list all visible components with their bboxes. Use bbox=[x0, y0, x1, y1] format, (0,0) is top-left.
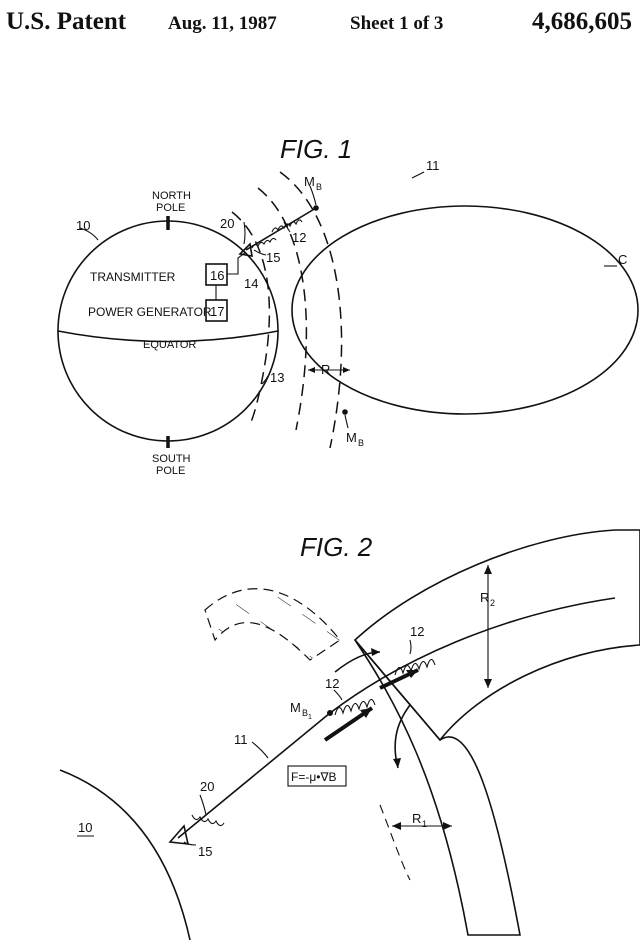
fig2-ref-10: 10 bbox=[78, 820, 92, 835]
patent-date: Aug. 11, 1987 bbox=[168, 13, 277, 34]
leader-11 bbox=[251, 741, 269, 759]
equator-line bbox=[57, 330, 279, 343]
leader-20 bbox=[243, 221, 246, 245]
north-pole-label-2: POLE bbox=[156, 202, 185, 214]
fig1-mb-top-sub: B bbox=[316, 182, 322, 192]
fig1-ref-r: R bbox=[321, 362, 330, 377]
fig2-title: FIG. 2 bbox=[300, 532, 373, 562]
fig1: FIG. 1 NORTH POLE SOUTH POLE EQUATOR TRA… bbox=[57, 134, 639, 477]
fig2-r2: R bbox=[480, 590, 489, 605]
fig1-ref-13: 13 bbox=[270, 370, 284, 385]
power-generator-ref: 17 bbox=[210, 304, 224, 319]
belt-arc-outer bbox=[279, 171, 343, 449]
force-arrowhead-1 bbox=[360, 708, 372, 718]
patent-office-title: U.S. Patent bbox=[6, 8, 127, 35]
earth-arc bbox=[59, 769, 191, 941]
mirror-point-bottom bbox=[342, 409, 348, 415]
fig2-ref-20: 20 bbox=[200, 779, 214, 794]
fig1-ref-11: 11 bbox=[426, 158, 440, 173]
fig2-ref-12b: 12 bbox=[410, 624, 424, 639]
leader-mb-top bbox=[309, 185, 317, 206]
leader-10 bbox=[79, 227, 99, 241]
leader-12b bbox=[409, 639, 412, 655]
leader-20 bbox=[199, 794, 207, 816]
helix-12b bbox=[394, 658, 436, 676]
fig1-ref-c: C bbox=[618, 252, 627, 267]
r-arrow-left bbox=[308, 367, 315, 373]
force-equation-box bbox=[287, 765, 347, 787]
field-line-segment bbox=[245, 207, 317, 251]
helix-12a bbox=[334, 698, 376, 716]
fig1-mb-bottom-sub: B bbox=[358, 438, 364, 448]
leader-12a bbox=[333, 689, 343, 701]
leader-15 bbox=[183, 841, 197, 846]
patent-number: 4,686,605 bbox=[532, 8, 632, 35]
transmitter-ref: 16 bbox=[210, 268, 224, 283]
leader-mb-bottom bbox=[344, 414, 349, 429]
fig1-ref-10: 10 bbox=[76, 218, 90, 233]
leader-12 bbox=[283, 221, 291, 233]
fig2-r1-sub: 1 bbox=[422, 819, 427, 829]
curved-arrowhead-1 bbox=[371, 648, 380, 656]
force-equation: F=-μ•∇B bbox=[291, 770, 336, 784]
helical-particles-12 bbox=[271, 219, 303, 233]
fig1-ref-15: 15 bbox=[266, 250, 280, 265]
fig1-mb-bottom: M bbox=[346, 430, 357, 445]
fig2-ref-11: 11 bbox=[234, 732, 248, 747]
antenna-15 bbox=[238, 242, 253, 257]
sheet-number: Sheet 1 of 3 bbox=[350, 13, 444, 34]
force-arrowhead-2 bbox=[406, 670, 418, 678]
leader-11 bbox=[411, 171, 425, 179]
fig1-ref-12: 12 bbox=[292, 230, 306, 245]
r1-arrow-left bbox=[392, 822, 401, 830]
wave-20 bbox=[191, 814, 225, 827]
fig2-ref-12a: 12 bbox=[325, 676, 339, 691]
fig2-ref-15: 15 bbox=[198, 844, 212, 859]
fig1-ref-14: 14 bbox=[244, 276, 258, 291]
belt-arc-middle bbox=[257, 187, 308, 431]
fig2-mb1-sub: B bbox=[302, 708, 308, 718]
r1-arrow-right bbox=[443, 822, 452, 830]
fig1-ref-20: 20 bbox=[220, 216, 234, 231]
transmitter-label: TRANSMITTER bbox=[90, 270, 176, 284]
field-line-11 bbox=[291, 205, 639, 415]
fig2-r1: R bbox=[412, 811, 421, 826]
equator-label: EQUATOR bbox=[143, 339, 196, 351]
leader-15 bbox=[253, 249, 267, 256]
r2-arrow-bottom bbox=[484, 679, 492, 688]
belt-band-lower bbox=[354, 639, 521, 936]
curved-arrowhead-2 bbox=[393, 758, 401, 768]
mirror-point-top bbox=[313, 205, 319, 211]
power-generator-box bbox=[205, 299, 228, 322]
r2-arrow-top bbox=[484, 565, 492, 574]
fig1-title: FIG. 1 bbox=[280, 134, 352, 164]
r-arrow-right bbox=[343, 367, 350, 373]
earth-sphere bbox=[57, 220, 279, 442]
fig2-mb1-subsub: 1 bbox=[308, 714, 312, 721]
south-pole-label-1: SOUTH bbox=[152, 453, 191, 465]
belt-arc-inner bbox=[231, 211, 271, 425]
field-line-11 bbox=[177, 597, 616, 839]
belt-band-dashed bbox=[204, 588, 341, 661]
south-pole-label-2: POLE bbox=[156, 465, 185, 477]
antenna-15 bbox=[168, 824, 190, 845]
mirror-point-mb1 bbox=[327, 710, 333, 716]
leader-13 bbox=[261, 375, 269, 385]
fig2: FIG. 2 F=-μ•∇B bbox=[59, 529, 640, 941]
belt-band-dashed-lower bbox=[379, 804, 411, 881]
fig2-r2-sub: 2 bbox=[490, 598, 495, 608]
north-pole-label-1: NORTH bbox=[152, 190, 191, 202]
fig2-mb1: M bbox=[290, 700, 301, 715]
fig1-mb-top: M bbox=[304, 174, 315, 189]
power-generator-label: POWER GENERATOR bbox=[88, 305, 212, 319]
belt-band-upper bbox=[353, 529, 640, 742]
